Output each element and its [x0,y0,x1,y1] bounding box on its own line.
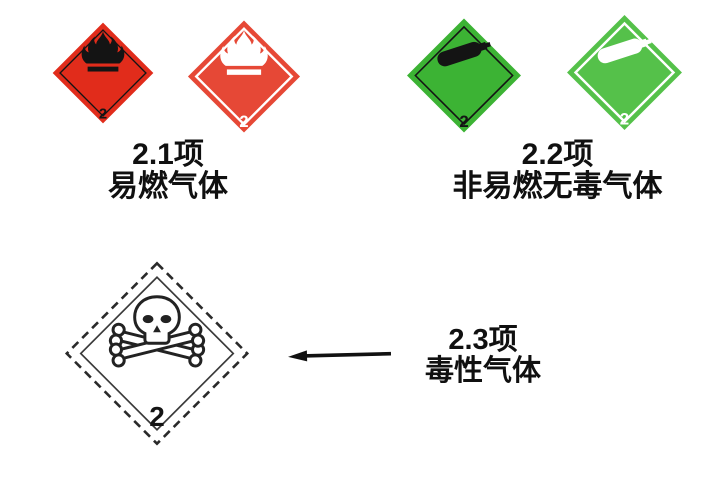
label-group-2-2: 2.2项 非易燃无毒气体 [425,139,690,203]
label-2-3-title: 2.3项 [448,324,518,356]
class-number: 2 [239,113,248,131]
label-2-1-subtitle: 易燃气体 [108,170,228,203]
skull-crossbones-icon [108,295,206,368]
diamond-inner-border [414,25,514,126]
diamond-background [567,15,682,130]
diamond-border [79,276,235,431]
label-2-2-subtitle: 非易燃无毒气体 [452,170,663,203]
pointer-arrow-icon [288,350,392,362]
gas-cylinder-icon [597,38,652,64]
flame-icon [220,30,268,75]
diamond-inner-border [59,29,147,117]
class-number: 2 [459,112,468,131]
label-group-2-3: 2.3项 毒性气体 [398,325,568,387]
class-number: 2 [620,110,629,129]
placard-nonflammable-gas-white: 2 [567,15,682,130]
diamond-inner-border [573,21,676,124]
placard-flammable-gas-black: 2 [52,22,154,124]
flame-icon [81,31,125,72]
placard-nonflammable-gas-black: 2 [407,18,521,133]
diamond-background [52,22,154,124]
diamond-background [407,18,521,133]
label-group-2-1: 2.1项 易燃气体 [63,139,273,203]
diamond-inner-border [194,27,294,126]
class-number: 2 [149,401,165,432]
label-2-1-title: 2.1项 [132,138,204,171]
gas-cylinder-icon [437,41,491,67]
label-2-2-title: 2.2项 [521,138,594,171]
diamond-dashed-cutline [64,261,250,446]
placard-toxic-gas: 2 [64,261,250,446]
class-number: 2 [99,107,107,123]
placard-flammable-gas-white: 2 [187,20,301,133]
label-2-3-subtitle: 毒性气体 [424,355,541,387]
